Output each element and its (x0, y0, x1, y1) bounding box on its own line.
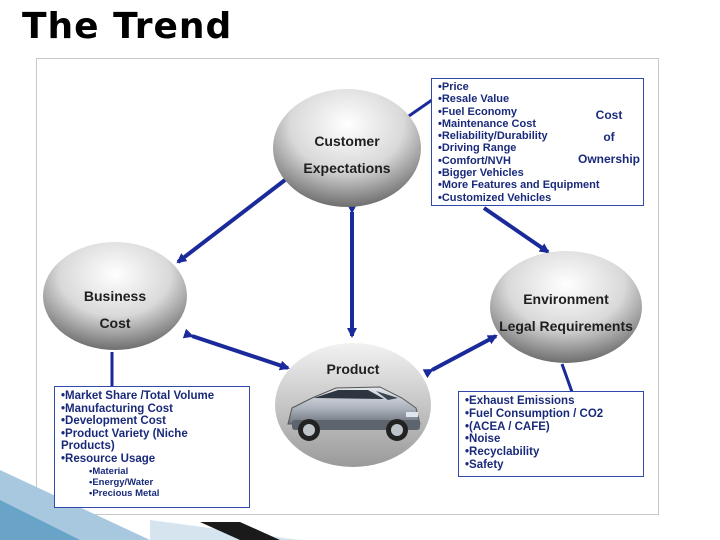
callout-item: •More Features and Equipment (438, 179, 600, 192)
customer-label-line1: Customer (314, 133, 380, 149)
environment-label-line2: Legal Requirements (499, 318, 633, 334)
environment-callout: •Exhaust Emissions •Fuel Consumption / C… (458, 391, 644, 477)
customer-expectations-callout: •Price •Resale Value •Fuel Economy •Main… (431, 78, 644, 206)
environment-node (490, 251, 642, 363)
callout-item: •Fuel Consumption / CO2 (465, 407, 604, 420)
callout-item: •(ACEA / CAFE) (465, 420, 550, 433)
callout-item: •Safety (465, 458, 504, 471)
callout-item: •Price (438, 81, 469, 93)
arrow-environment-callout (560, 363, 574, 393)
callout-item: •Bigger Vehicles (438, 167, 524, 180)
callout-item: •Maintenance Cost (438, 117, 536, 130)
callout-item: •Comfort/NVH (438, 154, 511, 167)
callout-subitem: •Precious Metal (89, 487, 160, 499)
arrow-customer-business (176, 171, 295, 264)
arrow-business-product (182, 328, 290, 371)
callout-item: •Customized Vehicles (438, 191, 552, 204)
callout-subitem: •Material (89, 465, 129, 477)
business-cost-callout: •Market Share /Total Volume •Manufacturi… (54, 386, 250, 508)
arrow-customer-callout (405, 98, 433, 120)
environment-label-line1: Environment (523, 291, 609, 307)
callout-item: •Market Share /Total Volume (61, 390, 215, 402)
product-label: Product (326, 361, 380, 377)
arrow-product-environment (422, 334, 498, 379)
customer-label-line2: Expectations (303, 160, 391, 176)
callout-item: •Driving Range (438, 142, 517, 155)
environment-label: Environment Legal Requirements (496, 286, 636, 340)
callout-item: •Development Cost (61, 415, 166, 428)
customer-label: Customer Expectations (287, 128, 407, 182)
business-node (43, 242, 187, 350)
callout-subitem: •Energy/Water (89, 476, 154, 488)
slide-title: The Trend (22, 6, 233, 47)
callout-item: •Resale Value (438, 93, 510, 106)
customer-node (273, 89, 421, 207)
callout-item: •Recyclability (465, 446, 540, 459)
cost-of-ownership-label: Cost of Ownership (574, 104, 644, 170)
callout-item: Products) (61, 440, 115, 453)
business-label: Business Cost (60, 283, 170, 337)
callout-item: •Product Variety (Niche (61, 427, 188, 440)
arrow-callout-environment (482, 206, 550, 254)
business-label-line2: Cost (99, 315, 131, 331)
callout-item: •Reliability/Durability (438, 130, 548, 143)
callout-item: •Manufacturing Cost (61, 402, 173, 415)
callout-item: •Exhaust Emissions (465, 395, 575, 407)
callout-subitems: •Material •Energy/Water •Precious Metal (61, 466, 249, 499)
business-label-line1: Business (83, 288, 147, 304)
cost-of-ownership-line3: Ownership (577, 152, 640, 166)
cost-of-ownership-line1: Cost (595, 108, 623, 122)
callout-item: •Noise (465, 433, 501, 446)
callout-item: •Resource Usage (61, 452, 156, 465)
callout-item: •Fuel Economy (438, 105, 518, 118)
cost-of-ownership-line2: of (603, 130, 615, 144)
car-icon (287, 386, 421, 441)
